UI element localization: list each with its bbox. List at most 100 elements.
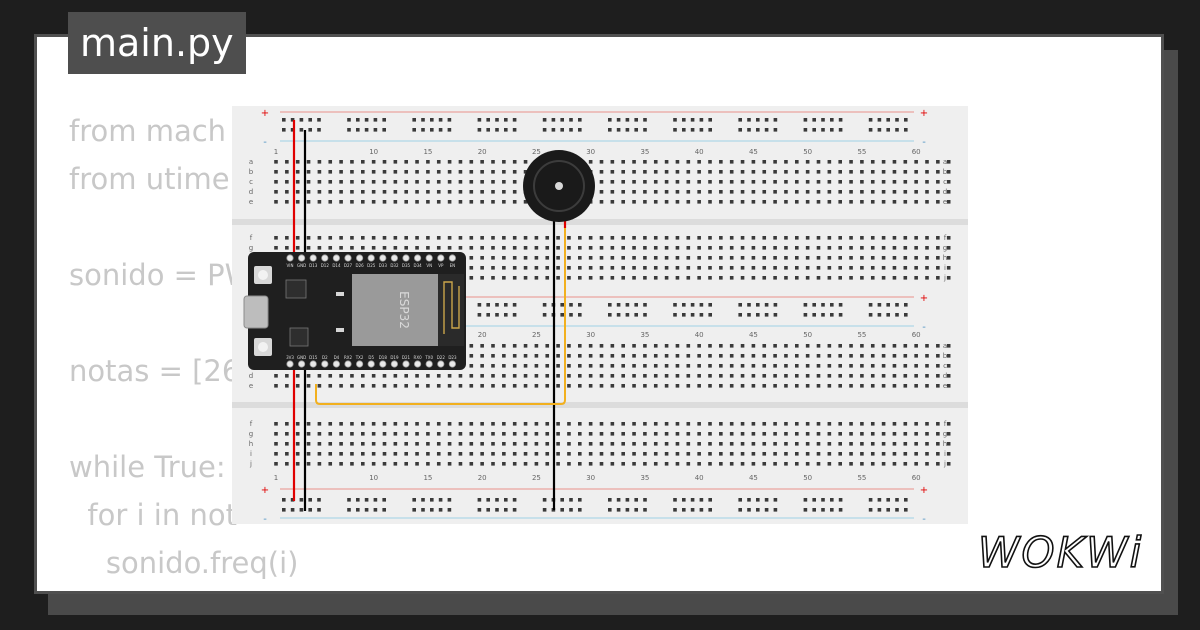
terminal-hole: [686, 422, 691, 426]
terminal-hole: [740, 266, 745, 270]
pin-label-bottom: D21: [402, 355, 411, 360]
terminal-hole: [512, 276, 517, 280]
terminal-hole: [870, 180, 875, 184]
pin-top: [286, 254, 294, 262]
rail-hole: [495, 118, 499, 122]
rail-hole: [868, 118, 873, 122]
terminal-hole: [697, 354, 701, 358]
terminal-hole: [610, 180, 615, 184]
terminal-hole: [795, 170, 799, 174]
terminal-hole: [350, 374, 354, 378]
terminal-hole: [523, 276, 528, 280]
terminal-hole: [588, 422, 593, 426]
terminal-hole: [936, 354, 940, 358]
terminal-hole: [675, 374, 680, 378]
rail-hole: [634, 498, 638, 502]
terminal-hole: [556, 422, 560, 426]
terminal-hole: [339, 462, 343, 466]
terminal-hole: [643, 422, 647, 426]
terminal-hole: [285, 170, 289, 174]
file-tab[interactable]: main.py: [68, 12, 246, 74]
pin-bottom: [448, 360, 456, 368]
terminal-hole: [697, 364, 701, 368]
terminal-hole: [805, 180, 810, 184]
terminal-hole: [664, 442, 669, 446]
terminal-hole: [502, 432, 506, 436]
terminal-hole: [621, 160, 625, 164]
terminal-hole: [740, 190, 745, 194]
terminal-hole: [328, 236, 333, 240]
terminal-hole: [827, 354, 832, 358]
terminal-hole: [729, 170, 734, 174]
esp32-board[interactable]: VIN3V3GNDGNDD13D15D12D2D14D4D27RX2D26TX2…: [243, 252, 466, 370]
code-line: sonido.duty(1023): [69, 587, 390, 591]
terminal-hole: [914, 344, 918, 348]
terminal-hole: [599, 190, 604, 194]
terminal-hole: [426, 246, 430, 250]
rail-hole: [838, 498, 843, 502]
terminal-hole: [903, 190, 908, 194]
terminal-hole: [653, 452, 658, 456]
terminal-hole: [491, 442, 495, 446]
terminal-hole: [664, 246, 669, 250]
terminal-hole: [675, 246, 680, 250]
terminal-hole: [675, 364, 680, 368]
terminal-hole: [881, 344, 886, 348]
rail-hole: [756, 128, 760, 132]
rail-hole: [625, 498, 630, 502]
terminal-hole: [328, 160, 333, 164]
terminal-hole: [903, 236, 908, 240]
terminal-hole: [371, 160, 376, 164]
terminal-hole: [925, 170, 929, 174]
terminal-hole: [567, 236, 571, 240]
terminal-hole: [643, 276, 647, 280]
terminal-hole: [762, 236, 767, 240]
terminal-hole: [751, 200, 756, 204]
terminal-hole: [946, 256, 951, 260]
terminal-hole: [621, 200, 625, 204]
terminal-hole: [382, 432, 387, 436]
terminal-hole: [784, 190, 788, 194]
terminal-hole: [784, 266, 788, 270]
rail-hole: [690, 508, 695, 512]
terminal-hole: [860, 432, 864, 436]
buzzer[interactable]: [523, 150, 595, 222]
row-label: i: [250, 450, 252, 458]
terminal-hole: [469, 452, 474, 456]
terminal-hole: [675, 422, 680, 426]
terminal-hole: [860, 266, 864, 270]
terminal-hole: [881, 236, 886, 240]
terminal-hole: [773, 384, 777, 388]
terminal-hole: [621, 180, 625, 184]
terminal-hole: [567, 442, 571, 446]
rail-hole: [504, 313, 508, 317]
terminal-hole: [469, 246, 474, 250]
rail-hole: [803, 508, 808, 512]
rail-hole: [708, 303, 712, 307]
terminal-hole: [805, 256, 810, 260]
terminal-hole: [371, 452, 376, 456]
rail-hole: [447, 118, 452, 122]
terminal-hole: [599, 442, 604, 446]
terminal-hole: [827, 422, 832, 426]
terminal-hole: [936, 384, 940, 388]
terminal-hole: [686, 344, 691, 348]
terminal-hole: [361, 384, 365, 388]
terminal-hole: [740, 256, 745, 260]
rail-hole: [512, 303, 517, 307]
board-button-cap: [258, 270, 268, 280]
terminal-hole: [740, 384, 745, 388]
terminal-hole: [892, 190, 897, 194]
rail-hole: [747, 118, 751, 122]
terminal-hole: [936, 266, 940, 270]
terminal-hole: [870, 276, 875, 280]
rail-hole: [477, 313, 482, 317]
terminal-hole: [805, 344, 810, 348]
terminal-hole: [719, 432, 723, 436]
rail-plus-label: +: [261, 485, 269, 496]
terminal-hole: [491, 364, 495, 368]
terminal-hole: [697, 276, 701, 280]
terminal-hole: [632, 462, 636, 466]
terminal-hole: [404, 236, 408, 240]
rail-hole: [542, 303, 547, 307]
